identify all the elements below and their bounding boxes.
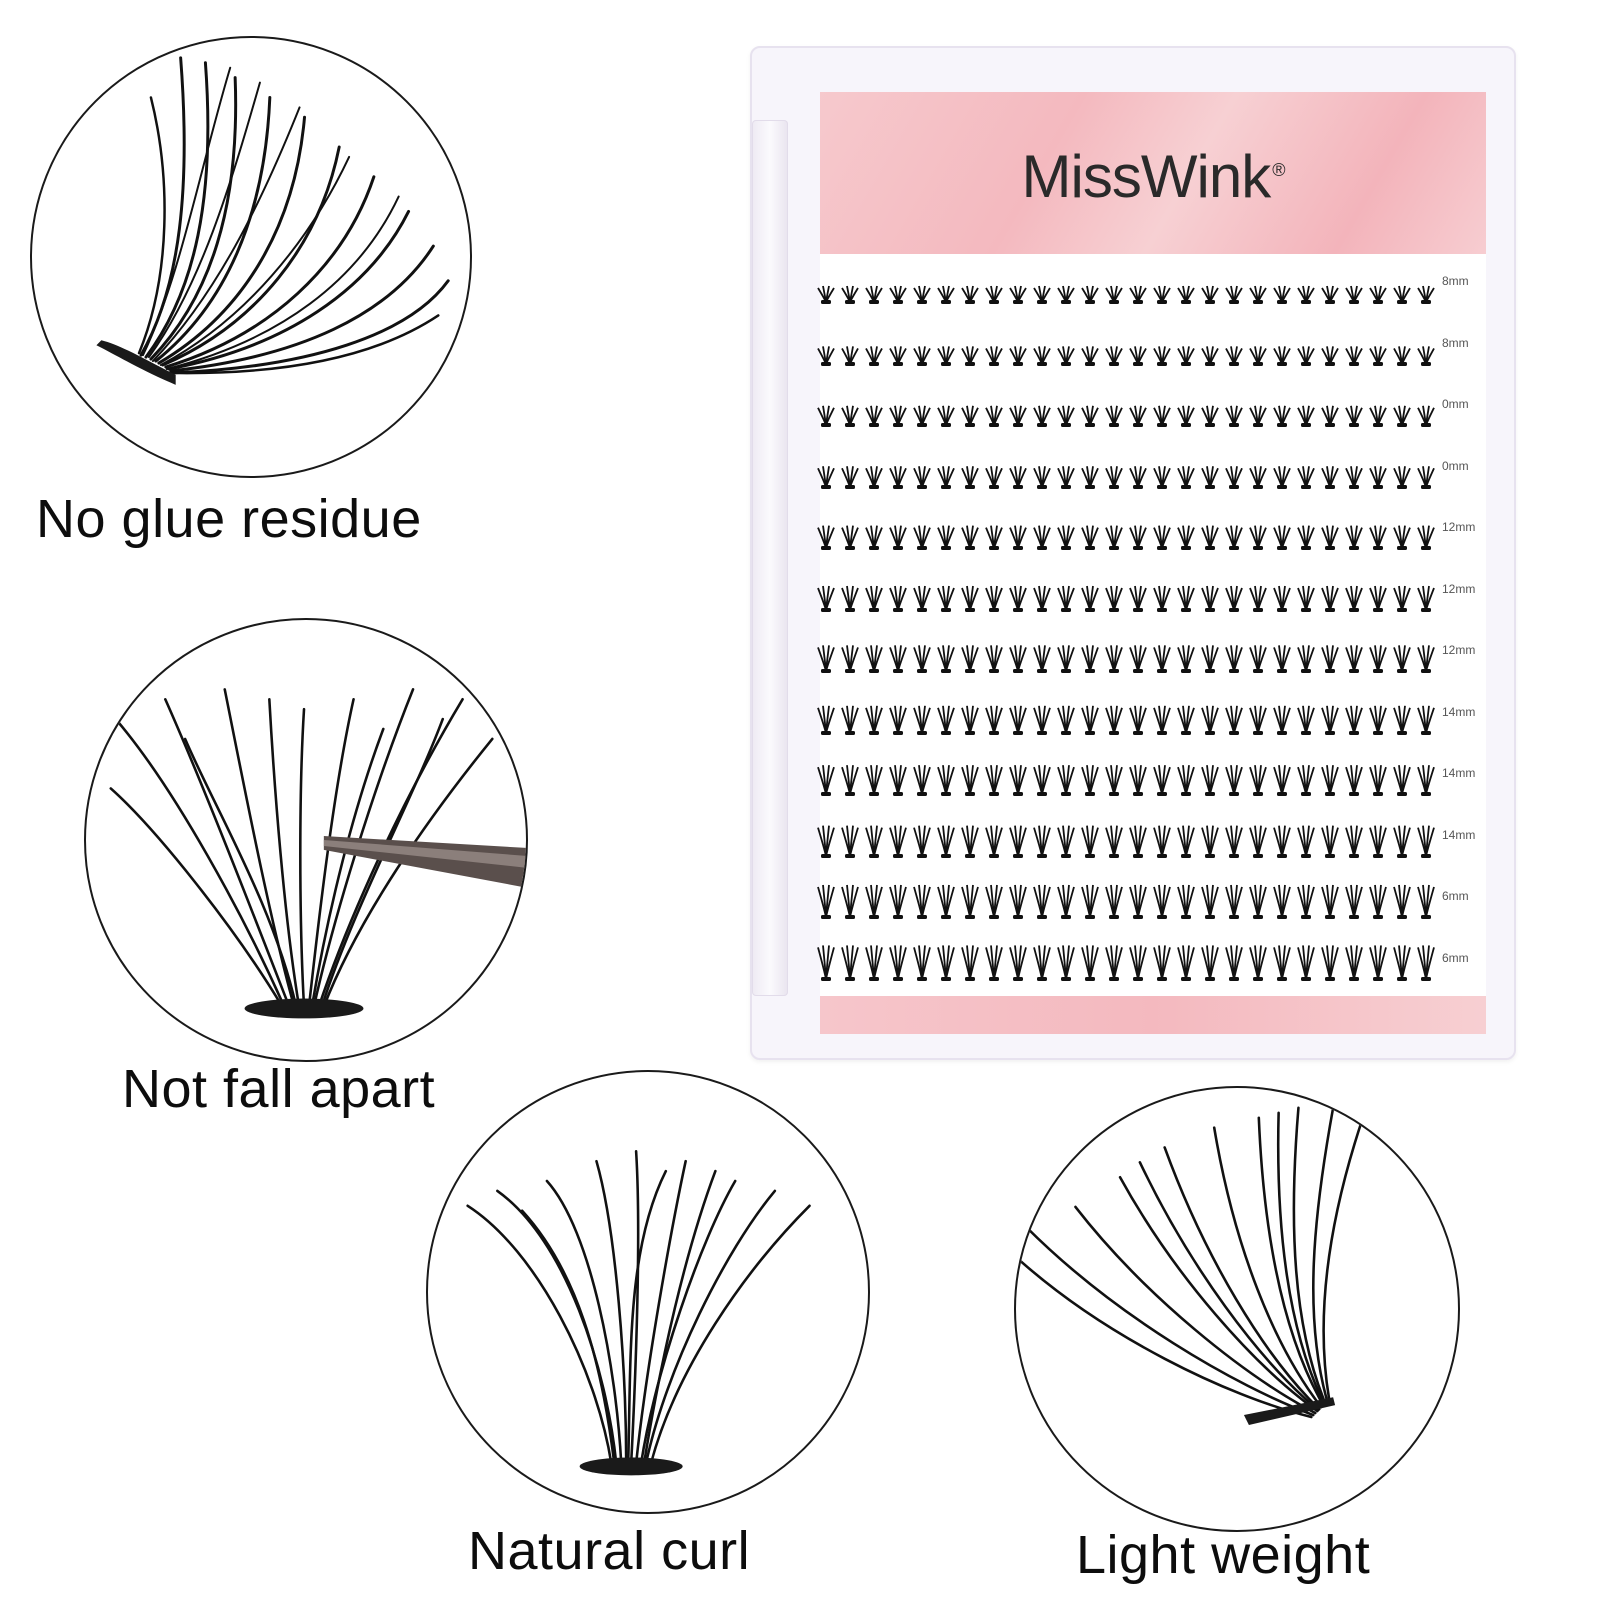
lash-cluster-strip (817, 465, 1435, 489)
swept-lash-cluster-image (96, 56, 450, 385)
lash-closeup-circle-3 (426, 1070, 870, 1514)
lash-cluster-strip (817, 285, 1435, 304)
lash-length-label: 8mm (1442, 335, 1469, 350)
light-weight-lash-cluster-image (1019, 1106, 1365, 1425)
lash-row (808, 816, 1456, 860)
lash-cluster-strip (817, 705, 1435, 735)
lash-cluster-strip (817, 765, 1435, 796)
lash-length-label: 6mm (1442, 889, 1469, 903)
lash-closeup-circle-4 (1014, 1086, 1460, 1532)
lash-row (808, 447, 1456, 491)
lash-length-label: 8mm (1442, 274, 1469, 288)
brand-banner (820, 92, 1486, 254)
lash-row (808, 324, 1456, 368)
lash-row (808, 262, 1456, 306)
lash-length-label: 6mm (1442, 950, 1469, 965)
lash-row (808, 877, 1456, 921)
lash-length-label: 12mm (1442, 520, 1476, 534)
lash-cluster-strip (817, 645, 1435, 673)
feature-caption-no-glue-residue: No glue residue (36, 489, 422, 549)
lash-length-label: 0mm (1442, 397, 1469, 411)
bottom-pink-strip (820, 996, 1486, 1034)
lash-cluster-tweezers-image (109, 688, 526, 1019)
lash-row (808, 570, 1456, 614)
lash-cluster-strip (817, 825, 1435, 858)
lash-length-label: 14mm (1442, 766, 1476, 780)
feature-caption-light-weight: Light weight (1076, 1525, 1371, 1585)
brand-logo: MissWink® (820, 142, 1486, 211)
lash-length-label: 0mm (1442, 458, 1469, 473)
lash-cluster-strip (817, 405, 1435, 427)
lash-row (808, 385, 1456, 429)
lash-length-label: 12mm (1442, 643, 1476, 657)
lash-cluster-strip (817, 585, 1435, 612)
natural-curl-lash-cluster-image (466, 1149, 811, 1476)
lash-row (808, 754, 1456, 798)
registered-mark: ® (1272, 160, 1285, 180)
lash-length-label: 12mm (1442, 581, 1476, 596)
lash-closeup-circle-1 (30, 36, 472, 478)
feature-caption-natural-curl: Natural curl (468, 1521, 751, 1581)
lash-case-hinge (752, 120, 788, 996)
lash-row (808, 508, 1456, 552)
lash-length-label: 14mm (1442, 827, 1476, 842)
lash-row (808, 693, 1456, 737)
feature-caption-not-fall-apart: Not fall apart (122, 1059, 436, 1119)
lash-length-label: 14mm (1442, 704, 1476, 719)
lash-cluster-strip (817, 944, 1435, 981)
lash-closeup-circle-2 (84, 618, 528, 1062)
lash-cluster-strip (817, 884, 1435, 919)
lash-row (808, 631, 1456, 675)
brand-name: MissWink (1021, 143, 1272, 210)
lash-cluster-strip (817, 345, 1435, 366)
lash-row (808, 939, 1456, 983)
lash-cluster-strip (817, 525, 1435, 550)
